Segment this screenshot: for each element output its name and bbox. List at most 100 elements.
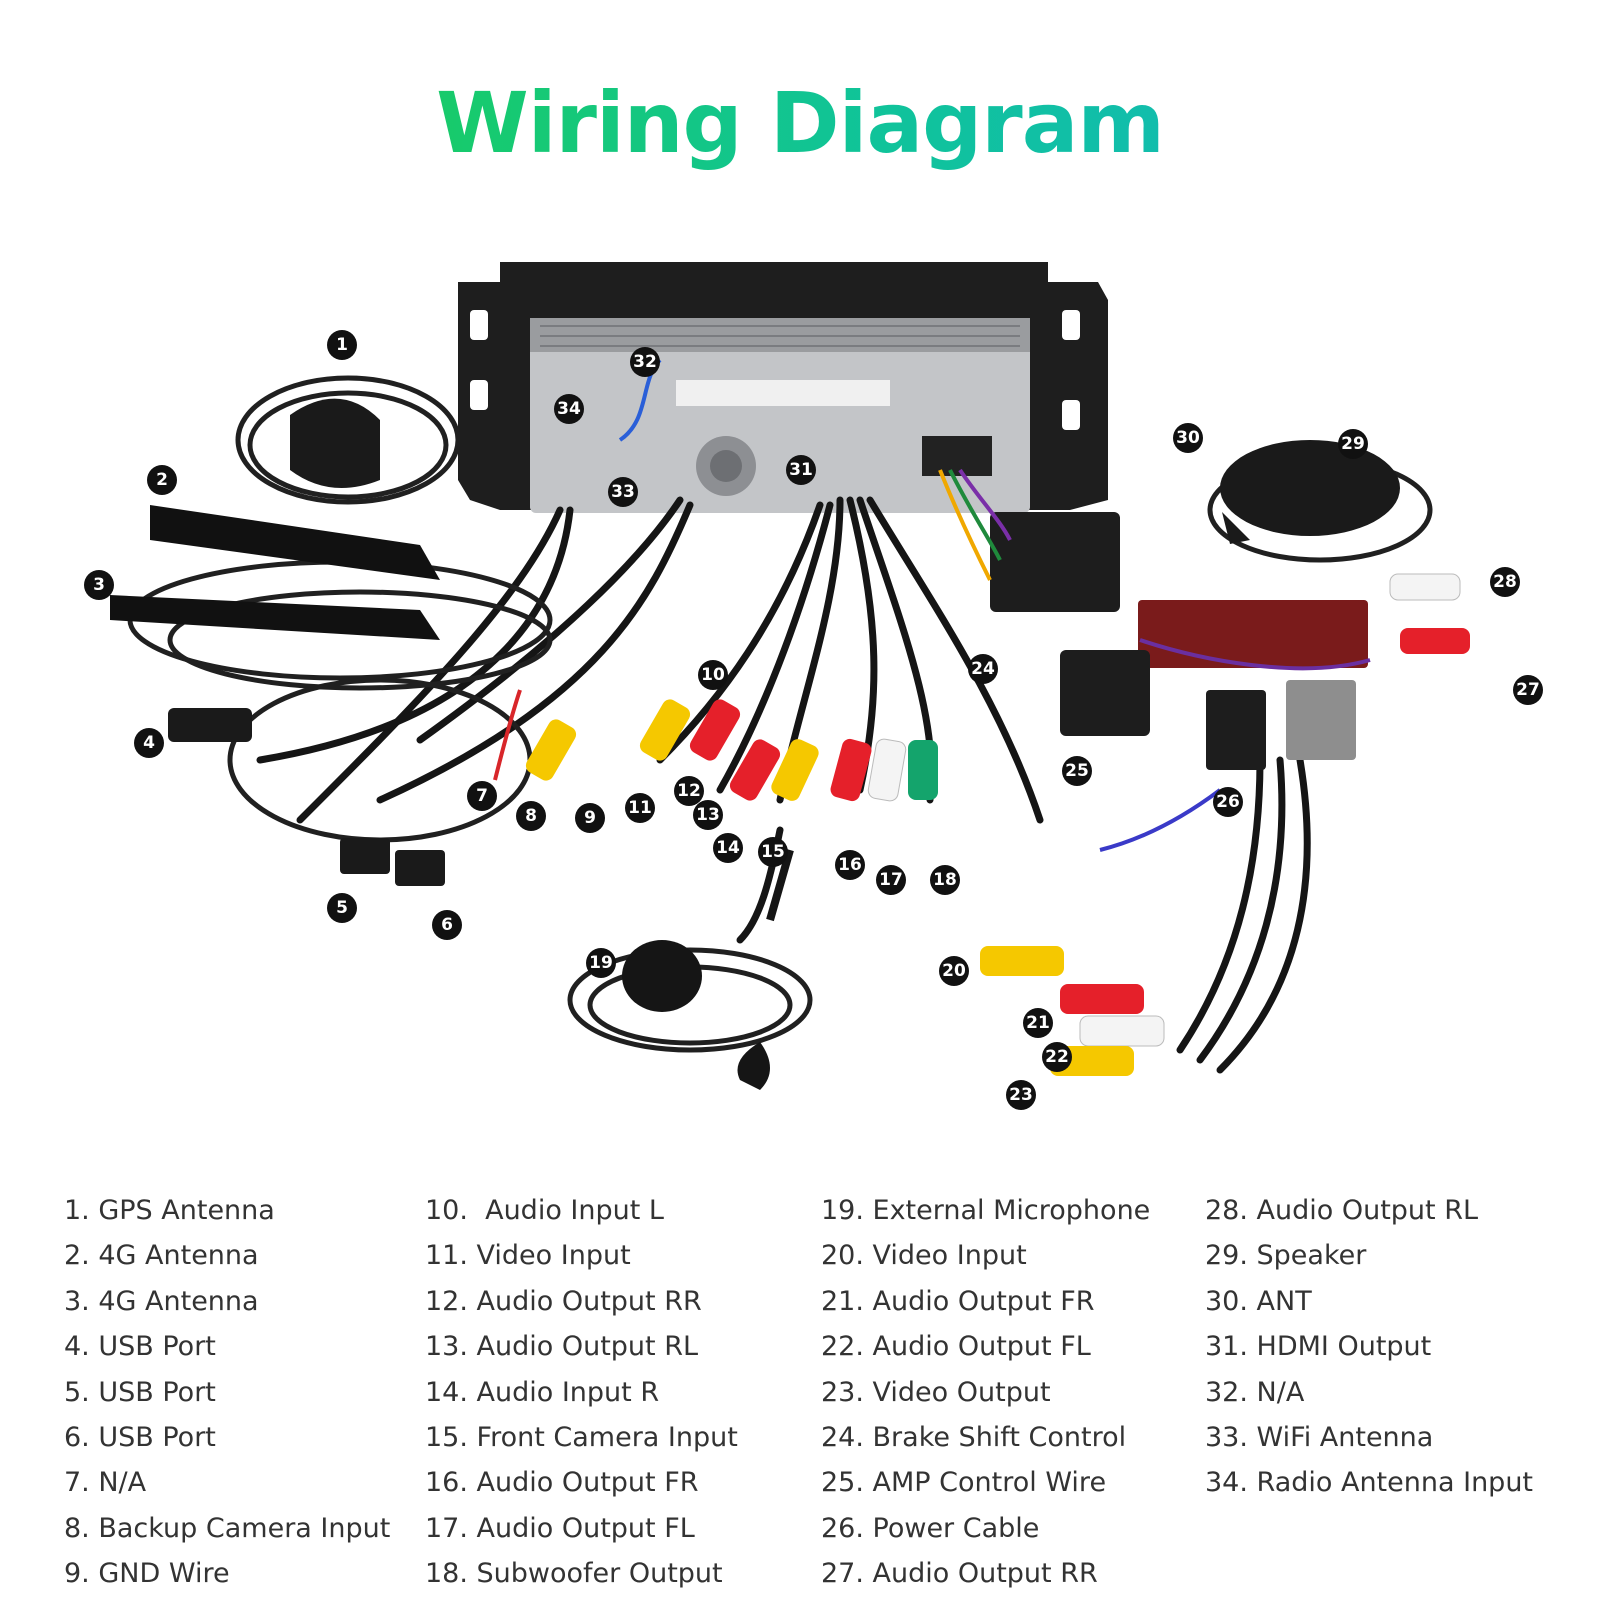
marker-34: 34 [554, 394, 584, 424]
legend-item: 8. Backup Camera Input [64, 1512, 391, 1544]
svg-text:31: 31 [789, 460, 813, 480]
svg-text:21: 21 [1026, 1013, 1050, 1033]
legend-item: 18. Subwoofer Output [425, 1558, 723, 1590]
marker-21: 21 [1023, 1008, 1053, 1038]
microphone [622, 848, 794, 1090]
svg-text:33: 33 [611, 482, 635, 502]
marker-33: 33 [608, 477, 638, 507]
marker-6: 6 [432, 910, 462, 940]
svg-text:29: 29 [1341, 434, 1365, 454]
legend-column-2: 10. Audio Input L 11. Video Input 12. Au… [425, 1188, 738, 1597]
svg-text:17: 17 [879, 870, 903, 890]
legend-item: 29. Speaker [1205, 1240, 1367, 1272]
legend-item: 25. AMP Control Wire [821, 1467, 1107, 1499]
marker-25: 25 [1062, 756, 1092, 786]
svg-text:9: 9 [584, 808, 596, 828]
marker-4: 4 [134, 728, 164, 758]
legend-item: 30. ANT [1205, 1285, 1312, 1317]
marker-16: 16 [835, 850, 865, 880]
svg-text:20: 20 [942, 961, 966, 981]
svg-text:25: 25 [1065, 761, 1089, 781]
legend-item: 12. Audio Output RR [425, 1285, 702, 1317]
marker-7: 7 [467, 781, 497, 811]
page-title: Wiring Diagram [0, 68, 1600, 178]
speaker-body [1220, 440, 1400, 544]
legend-item: 34. Radio Antenna Input [1205, 1467, 1534, 1499]
svg-text:14: 14 [716, 838, 740, 858]
marker-11: 11 [625, 793, 655, 823]
marker-20: 20 [939, 956, 969, 986]
legend-item: 14. Audio Input R [425, 1376, 660, 1408]
svg-text:13: 13 [696, 805, 720, 825]
legend-item: 7. N/A [64, 1467, 147, 1499]
legend-item: 33. WiFi Antenna [1205, 1421, 1434, 1453]
svg-text:8: 8 [525, 806, 537, 826]
marker-12: 12 [674, 776, 704, 806]
legend-item: 9. GND Wire [64, 1558, 230, 1590]
svg-text:24: 24 [971, 659, 995, 679]
4g-antenna-bars [110, 505, 440, 742]
svg-text:15: 15 [761, 842, 785, 862]
marker-26: 26 [1213, 787, 1243, 817]
legend-item: 3. 4G Antenna [64, 1285, 259, 1317]
svg-text:11: 11 [628, 798, 652, 818]
gps-antenna-body [290, 398, 380, 488]
legend-item: 21. Audio Output FR [821, 1285, 1095, 1317]
marker-22: 22 [1042, 1042, 1072, 1072]
legend-item: 15. Front Camera Input [425, 1421, 738, 1453]
svg-text:16: 16 [838, 855, 862, 875]
svg-text:22: 22 [1045, 1047, 1069, 1067]
cable-coils [127, 375, 1433, 1053]
svg-text:4: 4 [143, 733, 155, 753]
legend-item: 11. Video Input [425, 1240, 631, 1272]
marker-31: 31 [786, 455, 816, 485]
svg-text:7: 7 [476, 786, 488, 806]
svg-text:3: 3 [93, 575, 105, 595]
svg-text:6: 6 [441, 915, 453, 935]
svg-text:23: 23 [1009, 1085, 1033, 1105]
svg-text:18: 18 [933, 870, 957, 890]
legend: 1. GPS Antenna 2. 4G Antenna 3. 4G Anten… [0, 1188, 1600, 1600]
legend-item: 16. Audio Output FR [425, 1467, 699, 1499]
legend-column-4: 28. Audio Output RL 29. Speaker 30. ANT … [1205, 1188, 1533, 1506]
legend-item: 6. USB Port [64, 1421, 216, 1453]
legend-item: 28. Audio Output RL [1205, 1195, 1479, 1226]
marker-30: 30 [1173, 423, 1203, 453]
legend-item: 23. Video Output [821, 1376, 1051, 1408]
legend-item: 27. Audio Output RR [821, 1558, 1098, 1590]
svg-text:5: 5 [336, 898, 348, 918]
legend-item: 31. HDMI Output [1205, 1331, 1432, 1363]
svg-text:27: 27 [1516, 680, 1540, 700]
marker-9: 9 [575, 803, 605, 833]
marker-17: 17 [876, 865, 906, 895]
svg-text:26: 26 [1216, 792, 1240, 812]
legend-column-3: 19. External Microphone 20. Video Input … [821, 1188, 1150, 1597]
legend-item: 26. Power Cable [821, 1512, 1040, 1544]
marker-10: 10 [698, 660, 728, 690]
marker-1: 1 [327, 330, 357, 360]
marker-29: 29 [1338, 429, 1368, 459]
legend-item: 5. USB Port [64, 1376, 216, 1408]
colored-wires [493, 358, 1371, 852]
legend-item: 22. Audio Output FL [821, 1331, 1091, 1363]
legend-item: 4. USB Port [64, 1331, 216, 1363]
legend-item: 13. Audio Output RL [425, 1331, 699, 1363]
svg-text:34: 34 [557, 399, 581, 419]
marker-27: 27 [1513, 675, 1543, 705]
marker-32: 32 [630, 347, 660, 377]
svg-text:28: 28 [1493, 572, 1517, 592]
marker-23: 23 [1006, 1080, 1036, 1110]
marker-15: 15 [758, 837, 788, 867]
legend-item: 24. Brake Shift Control [821, 1421, 1127, 1453]
marker-3: 3 [84, 570, 114, 600]
legend-item: 20. Video Input [821, 1240, 1027, 1272]
marker-13: 13 [693, 800, 723, 830]
marker-14: 14 [713, 833, 743, 863]
marker-5: 5 [327, 893, 357, 923]
marker-28: 28 [1490, 567, 1520, 597]
legend-item: 10. Audio Input L [425, 1195, 664, 1226]
legend-item: 1. GPS Antenna [64, 1195, 275, 1226]
svg-text:19: 19 [589, 953, 613, 973]
marker-24: 24 [968, 654, 998, 684]
marker-2: 2 [147, 465, 177, 495]
